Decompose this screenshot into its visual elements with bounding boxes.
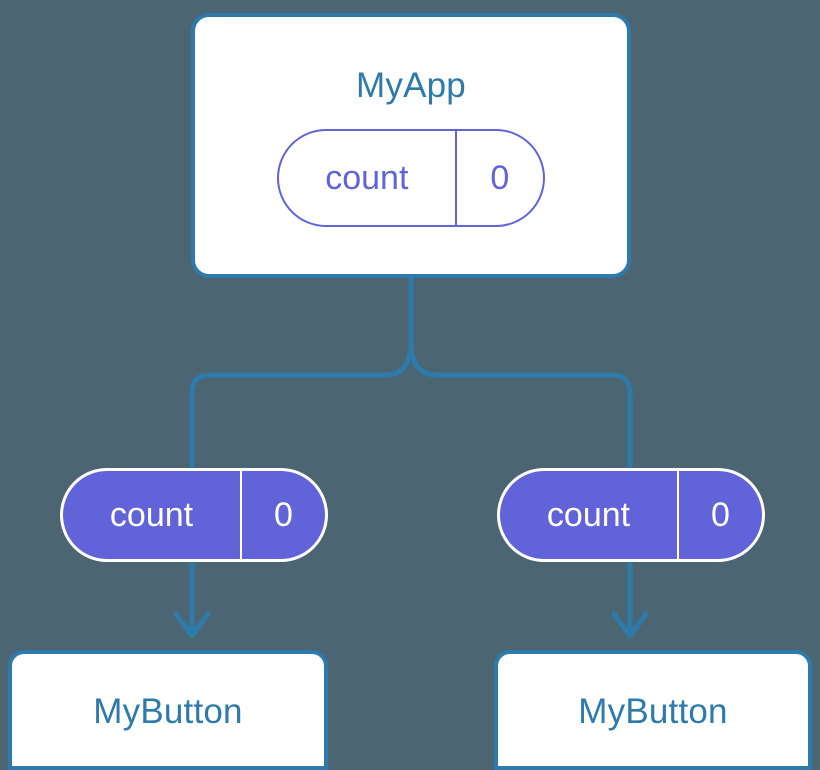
edge-branch-to-left-pill	[189, 349, 414, 470]
edge-branch-to-right-pill	[408, 349, 633, 470]
state-key-left: count	[109, 495, 194, 534]
state-value-right: 0	[677, 471, 762, 559]
state-value-left: 0	[240, 471, 325, 559]
component-node-mybutton-right[interactable]: MyButton	[494, 650, 812, 770]
component-label-mybutton-right: MyButton	[578, 692, 728, 731]
state-pill-left[interactable]: count 0	[60, 468, 328, 562]
component-node-mybutton-left[interactable]: MyButton	[8, 650, 328, 770]
state-key-myapp: count	[325, 158, 409, 197]
arrowhead-left	[173, 611, 211, 639]
component-label-mybutton-left: MyButton	[93, 692, 243, 731]
state-pill-myapp[interactable]: count 0	[277, 129, 545, 227]
arrowhead-right	[611, 611, 649, 639]
state-pill-right[interactable]: count 0	[497, 468, 765, 562]
state-key-right: count	[546, 495, 631, 534]
state-value-myapp: 0	[454, 131, 543, 225]
component-label-myapp: MyApp	[356, 66, 466, 105]
